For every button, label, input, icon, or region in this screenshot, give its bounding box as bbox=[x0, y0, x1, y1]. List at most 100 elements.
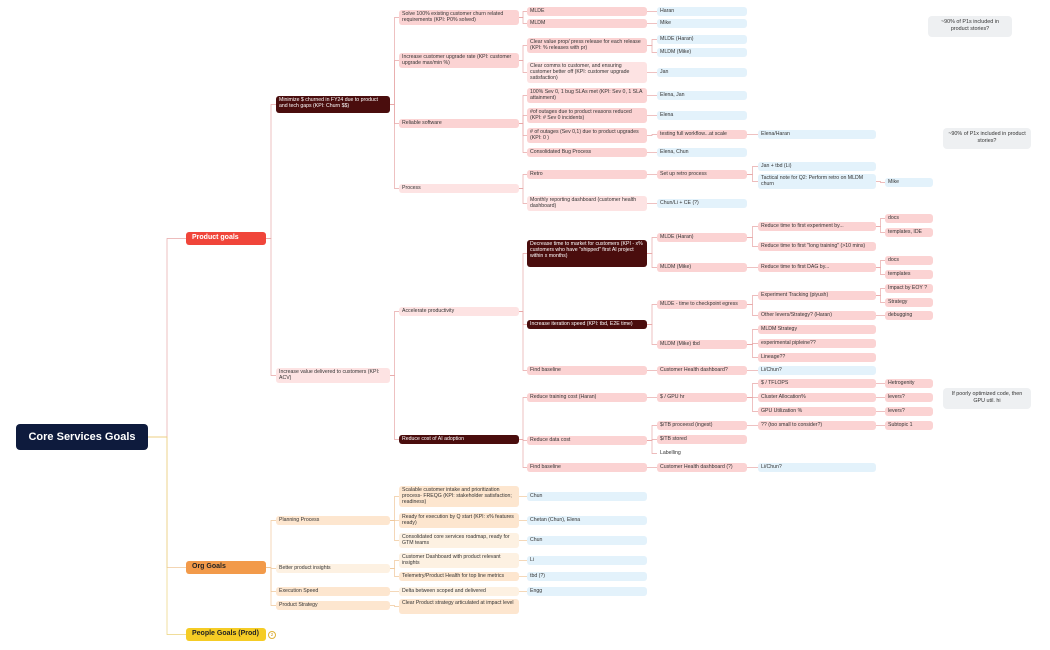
ttm-mlde-node[interactable]: MLDE (Haran) bbox=[657, 233, 747, 242]
process-node[interactable]: Process bbox=[399, 184, 519, 193]
better-insights-node[interactable]: Better product insights bbox=[276, 564, 390, 573]
note-p1x-coverage[interactable]: ~90% of P1x included in product stories? bbox=[943, 128, 1031, 149]
execution-speed-node[interactable]: Execution Speed bbox=[276, 587, 390, 596]
minimize-churn-node[interactable]: Minimize $ churned in FY24 due to produc… bbox=[276, 96, 390, 113]
first-experiment-node[interactable]: Reduce time to first experiment by... bbox=[758, 222, 876, 231]
retro-setup-node[interactable]: Set up retro process bbox=[657, 170, 747, 179]
debugging-node[interactable]: debugging bbox=[885, 311, 933, 320]
bug-process-node[interactable]: Consolidated Bug Process bbox=[527, 148, 647, 157]
mldm-strategy-node[interactable]: MLDM Strategy bbox=[758, 325, 876, 334]
hetrogenity-node[interactable]: Hetrogenity bbox=[885, 379, 933, 388]
value-prop-mldm[interactable]: MLDM (Mike) bbox=[657, 48, 747, 57]
labelling-node[interactable]: Labelling bbox=[660, 450, 681, 456]
tb-ingest-node[interactable]: $/TB proceesd (ingest) bbox=[657, 421, 747, 430]
find-baseline-node[interactable]: Find baseline bbox=[527, 366, 647, 375]
customer-intake-owner[interactable]: Chun bbox=[527, 492, 647, 501]
scoped-delivered-owner[interactable]: Engg bbox=[527, 587, 647, 596]
ready-execution-node[interactable]: Ready for execution by Q start (KPI: x% … bbox=[399, 513, 519, 528]
levers-node-2[interactable]: levers? bbox=[885, 407, 933, 416]
upgrade-rate-node[interactable]: Increase customer upgrade rate (KPI: cus… bbox=[399, 53, 519, 68]
training-cost-node[interactable]: Reduce training cost (Haran) bbox=[527, 393, 647, 402]
people-goals-node[interactable]: People Goals (Prod) bbox=[186, 628, 266, 641]
value-prop-mlde[interactable]: MLDE (Haran) bbox=[657, 35, 747, 44]
clear-comms-node[interactable]: Clear comms to customer, and ensuring cu… bbox=[527, 62, 647, 83]
roadmap-owner[interactable]: Chun bbox=[527, 536, 647, 545]
find-baseline2-node[interactable]: Find baseline bbox=[527, 463, 647, 472]
scoped-delivered-node[interactable]: Delta between scoped and delivered bbox=[399, 587, 519, 596]
connector bbox=[519, 11, 527, 18]
upgrade-outages-node[interactable]: # of outages (Sev 0,1) due to product up… bbox=[527, 128, 647, 143]
testing-owner[interactable]: Elena/Haran bbox=[758, 130, 876, 139]
baseline-dashboard-node[interactable]: Customer Health dashboard? bbox=[657, 366, 747, 375]
too-small-node[interactable]: ?? (too small to consider?) bbox=[758, 421, 876, 430]
customer-dashboard-node[interactable]: Customer Dashboard with product relevant… bbox=[399, 553, 519, 568]
decrease-time-to-market-node[interactable]: Decrease time to market for customers (K… bbox=[527, 240, 647, 267]
sev-sla-node[interactable]: 100% Sev 0, 1 bug SLAs met (KPI: Sev 0, … bbox=[527, 88, 647, 103]
increase-value-node[interactable]: Increase value delivered to customers (K… bbox=[276, 368, 390, 383]
baseline-owner-node[interactable]: Li/Chun? bbox=[758, 366, 876, 375]
levers-node-1[interactable]: levers? bbox=[885, 393, 933, 402]
ttm-mldm-node[interactable]: MLDM (Mike) bbox=[657, 263, 747, 272]
bug-process-owner[interactable]: Elena, Chun bbox=[657, 148, 747, 157]
iter-mldm-node[interactable]: MLDM (Mike) tbd bbox=[657, 340, 747, 349]
iter-mlde-node[interactable]: MLDE - time to checkpoint egress bbox=[657, 300, 747, 309]
monthly-dashboard-owner[interactable]: Chun/Li + CE (?) bbox=[657, 199, 747, 208]
other-levers-node[interactable]: Other levers/Strategy? (Haran) bbox=[758, 311, 876, 320]
templates-ide-node[interactable]: templates, IDE bbox=[885, 228, 933, 237]
solve-mlde-node[interactable]: MLDE bbox=[527, 7, 647, 16]
long-training-node[interactable]: Reduce time to first "long training" (>1… bbox=[758, 242, 876, 251]
outages-owner[interactable]: Elena bbox=[657, 111, 747, 120]
retro-owner-node[interactable]: Jan + tbd (Li) bbox=[758, 162, 876, 171]
clear-comms-owner[interactable]: Jan bbox=[657, 68, 747, 77]
reduce-ai-cost-node[interactable]: Reduce cost of AI adoption bbox=[399, 435, 519, 444]
telemetry-node[interactable]: Telemetry/Product Health for top line me… bbox=[399, 572, 519, 581]
telemetry-owner[interactable]: tbd (?) bbox=[527, 572, 647, 581]
org-goals-node[interactable]: Org Goals bbox=[186, 561, 266, 574]
templates-node[interactable]: templates bbox=[885, 270, 933, 279]
clear-strategy-node[interactable]: Clear Product strategy articulated at im… bbox=[399, 599, 519, 614]
gpu-utilization-node[interactable]: GPU Utilization % bbox=[758, 407, 876, 416]
root-node[interactable]: Core Services Goals bbox=[16, 424, 148, 450]
tb-stored-node[interactable]: $/TB stored bbox=[657, 435, 747, 444]
outages-node[interactable]: #of outages due to product reasons reduc… bbox=[527, 108, 647, 123]
planning-process-node[interactable]: Planning Process bbox=[276, 516, 390, 525]
data-cost-node[interactable]: Reduce data cost bbox=[527, 436, 647, 445]
solve-churn-requirements-node[interactable]: Solve 100% existing customer churn relat… bbox=[399, 10, 519, 25]
sev-sla-owner[interactable]: Elena, Jan bbox=[657, 91, 747, 100]
solve-mldm-owner[interactable]: Mike bbox=[657, 19, 747, 28]
baseline2-owner-node[interactable]: Li/Chun? bbox=[758, 463, 876, 472]
impact-eoy-node[interactable]: Impact by EOY ? bbox=[885, 284, 933, 293]
docs-node[interactable]: docs bbox=[885, 214, 933, 223]
retro-note-owner[interactable]: Mike bbox=[885, 178, 933, 187]
experimental-pipeline-node[interactable]: experimental pipleine?? bbox=[758, 339, 876, 348]
monthly-dashboard-node[interactable]: Monthly reporting dashboard (customer he… bbox=[527, 196, 647, 211]
roadmap-node[interactable]: Consolidated core services roadmap, read… bbox=[399, 533, 519, 548]
reliable-software-node[interactable]: Reliable software bbox=[399, 119, 519, 128]
baseline2-dashboard-node[interactable]: Customer Health dashboard (?) bbox=[657, 463, 747, 472]
cluster-allocation-node[interactable]: Cluster Allocation% bbox=[758, 393, 876, 402]
iteration-speed-node[interactable]: Increase iteration speed (KPI: tbd, E2E … bbox=[527, 320, 647, 329]
retro-node[interactable]: Retro bbox=[527, 170, 647, 179]
testing-workflow-node[interactable]: testing full workflow...at scale bbox=[657, 130, 747, 139]
first-dag-node[interactable]: Reduce time to first DAG by... bbox=[758, 263, 876, 272]
note-gpu-util[interactable]: If poorly optimized code, then GPU util.… bbox=[943, 388, 1031, 409]
customer-intake-node[interactable]: Scalable customer intake and prioritizat… bbox=[399, 486, 519, 507]
subtopic-node[interactable]: Subtopic 1 bbox=[885, 421, 933, 430]
value-prop-node[interactable]: Clear value prop/ press release for each… bbox=[527, 38, 647, 53]
experiment-tracking-node[interactable]: Experiment Tracking (piyush) bbox=[758, 291, 876, 300]
ready-execution-owner[interactable]: Chetan (Chun), Elena bbox=[527, 516, 647, 525]
customer-dashboard-owner[interactable]: Li bbox=[527, 556, 647, 565]
gpu-hr-node[interactable]: $ / GPU hr bbox=[657, 393, 747, 402]
docs2-node[interactable]: docs bbox=[885, 256, 933, 265]
retro-tactical-note[interactable]: Tactical note for Q2: Perform retro on M… bbox=[758, 174, 876, 189]
solve-mlde-owner[interactable]: Haran bbox=[657, 7, 747, 16]
solve-mldm-node[interactable]: MLDM bbox=[527, 19, 647, 28]
note-p1-coverage[interactable]: ~90% of P1s included in product stories? bbox=[928, 16, 1012, 37]
product-strategy-node[interactable]: Product Strategy bbox=[276, 601, 390, 610]
lineage-node[interactable]: Lineage?? bbox=[758, 353, 876, 362]
accelerate-productivity-node[interactable]: Accelerate productivity bbox=[399, 307, 519, 316]
product-goals-node[interactable]: Product goals bbox=[186, 232, 266, 245]
strategy-node[interactable]: Strategy bbox=[885, 298, 933, 307]
tflops-node[interactable]: $ / TFLOPS bbox=[758, 379, 876, 388]
comment-count-badge[interactable]: 2 bbox=[268, 631, 276, 639]
